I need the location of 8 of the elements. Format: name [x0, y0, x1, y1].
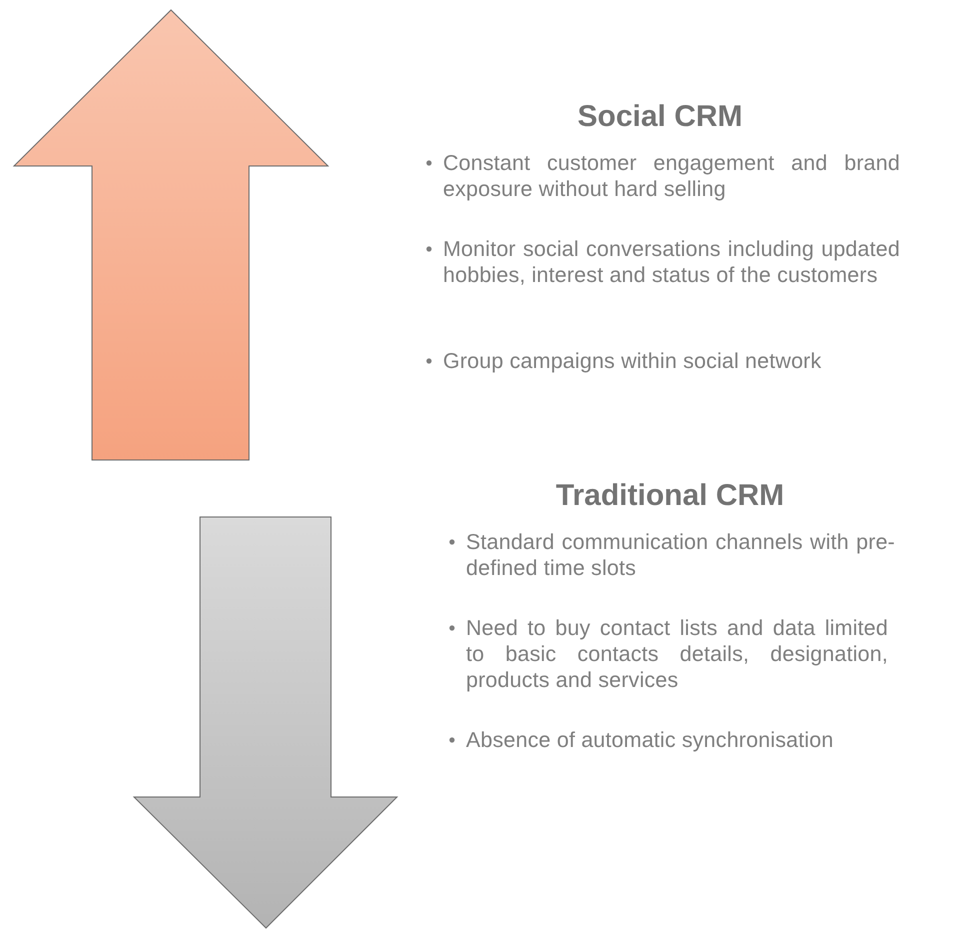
bullet-text: Absence of automatic synchronisation — [466, 727, 835, 753]
bullet-text: Standard communication channels with pre-defined time slots — [466, 529, 895, 581]
bullet-text: Group campaigns within social network — [443, 348, 822, 374]
bullet-text: Need to buy contact lists and data limited to basic contacts details, designation, products and services — [466, 615, 888, 693]
section-heading: Traditional CRM — [556, 479, 784, 513]
bullet-text: Monitor social conversations including updated hobbies, interest and status of the customers — [443, 236, 900, 288]
bullet-text: Constant customer engagement and brand exposure without hard selling — [443, 150, 900, 202]
section-heading: Social CRM — [577, 100, 743, 134]
